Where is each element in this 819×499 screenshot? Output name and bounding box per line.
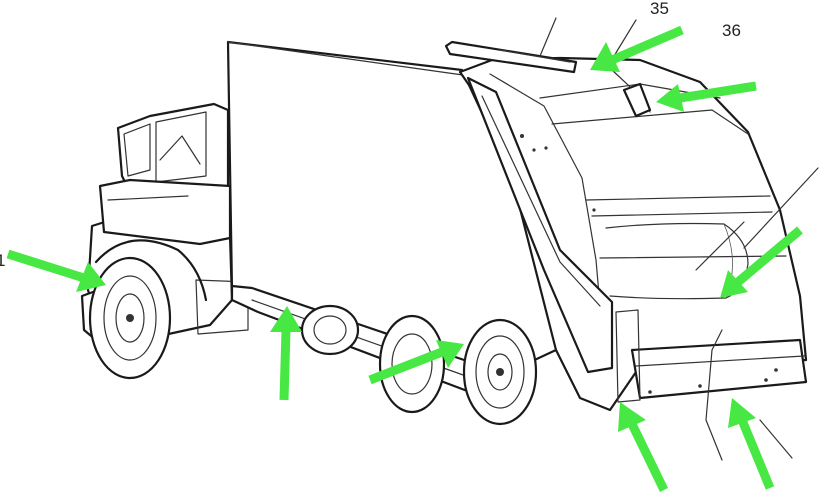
arrow-top-mechanism — [656, 81, 757, 112]
arrow-chassis-rail — [270, 306, 302, 401]
front-wheel — [88, 256, 172, 380]
arrow-top-cylinder — [590, 25, 684, 72]
rear-loader — [444, 17, 819, 461]
arrow-hopper-bottom — [728, 398, 775, 490]
arrow-front-wheel — [6, 249, 106, 292]
reference-numeral-1: 1 — [0, 251, 5, 270]
mid-wheel — [300, 304, 360, 356]
reference-numeral-35: 35 — [650, 0, 669, 18]
arrow-rear-wheels — [368, 340, 464, 385]
reference-numeral-36: 36 — [722, 21, 741, 40]
arrow-tailgate-lower-corner — [618, 402, 669, 492]
arrow-drum — [720, 226, 803, 298]
